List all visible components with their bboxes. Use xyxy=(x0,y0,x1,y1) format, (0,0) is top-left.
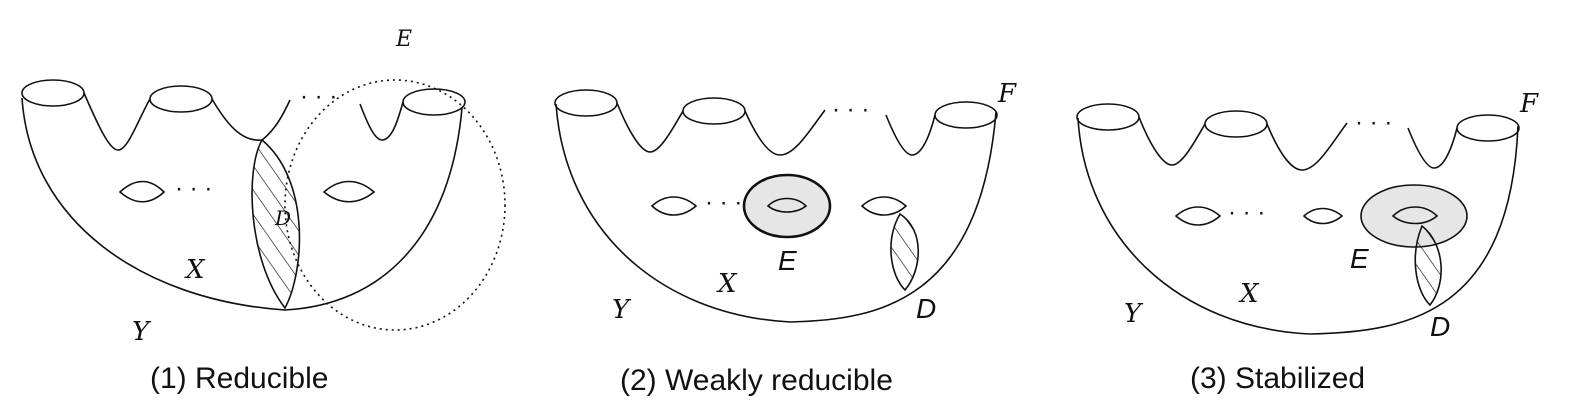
valley-1 xyxy=(616,102,684,153)
genus-hole-1 xyxy=(1174,206,1222,226)
panel-2-weakly-reducible xyxy=(554,89,998,323)
panel-2-label-E: E xyxy=(778,245,797,276)
tube-top-1 xyxy=(21,79,85,107)
disk-E xyxy=(1360,184,1468,248)
panel-1-ellipsis-top: · · · xyxy=(300,83,337,110)
disk-D-hatched xyxy=(1414,224,1442,307)
panel-2-label-F: F xyxy=(997,79,1017,109)
panel-2-ellipsis-top: · · · xyxy=(832,96,869,123)
panel-1-label-Y: Y xyxy=(132,317,152,347)
tube-top-1 xyxy=(1076,103,1140,131)
disk-E xyxy=(742,173,832,239)
valley-3 xyxy=(359,101,404,141)
panel-1-ellipsis-mid: · · · xyxy=(175,175,212,202)
panel-1-reducible xyxy=(21,79,506,331)
disk-D-hatched xyxy=(251,138,301,310)
panel-3-label-X: X xyxy=(1238,279,1260,309)
panel-2-label-Y: Y xyxy=(612,295,632,325)
surface-outline xyxy=(1077,117,1519,335)
genus-hole-1 xyxy=(650,196,698,216)
valley-2 xyxy=(211,98,291,141)
genus-hole-E xyxy=(766,197,808,213)
valley-2 xyxy=(744,109,826,156)
panel-2-label-X: X xyxy=(716,269,738,299)
sphere-E-dotted xyxy=(284,79,506,331)
valley-3 xyxy=(885,114,936,156)
genus-hole-2 xyxy=(860,196,908,216)
panel-2-ellipsis-mid: · · · xyxy=(705,189,742,216)
panel-2-caption: (2) Weakly reducible xyxy=(620,364,893,397)
tube-top-2 xyxy=(682,97,746,125)
panel-3-label-F: F xyxy=(1519,89,1539,119)
panel-3-ellipsis-mid: · · · xyxy=(1228,199,1265,226)
tube-top-2 xyxy=(1204,110,1268,138)
panel-3-label-Y: Y xyxy=(1124,299,1144,329)
genus-hole-1 xyxy=(118,180,166,203)
panel-1-caption: (1) Reducible xyxy=(150,362,328,395)
panel-1-label-E: E xyxy=(395,27,412,52)
tube-top-3 xyxy=(1456,114,1520,142)
panel-3-label-E: E xyxy=(1350,243,1369,274)
valley-2 xyxy=(1266,122,1348,171)
surface-outline xyxy=(555,103,997,323)
genus-hole-2 xyxy=(322,180,376,203)
panel-3-caption: (3) Stabilized xyxy=(1190,362,1365,395)
surface-outline xyxy=(21,97,463,311)
genus-hole-E xyxy=(1391,206,1439,225)
tube-top-3 xyxy=(934,101,998,129)
valley-1 xyxy=(83,92,151,151)
tube-top-1 xyxy=(554,89,618,117)
genus-hole-2 xyxy=(1302,207,1344,225)
panel-3-label-D: D xyxy=(1430,311,1450,342)
panel-3-stabilized xyxy=(1076,103,1520,335)
valley-1 xyxy=(1138,116,1206,166)
tube-top-3 xyxy=(402,88,466,116)
tube-top-2 xyxy=(149,85,213,113)
disk-D-hatched xyxy=(890,212,920,292)
panel-1-label-D: D xyxy=(274,206,291,230)
panel-2-label-D: D xyxy=(916,293,936,324)
panel-3-ellipsis-top: · · · xyxy=(1355,109,1392,136)
valley-3 xyxy=(1407,127,1458,169)
panel-1-label-X: X xyxy=(184,255,206,285)
